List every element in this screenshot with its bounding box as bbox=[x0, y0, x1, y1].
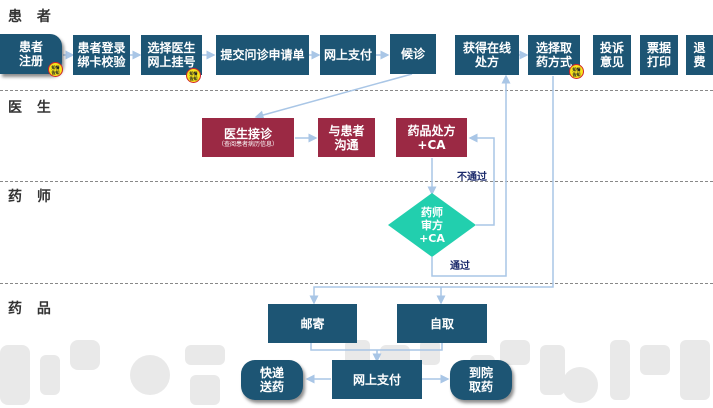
notice-badge-icon: 知情告知 bbox=[48, 62, 63, 77]
node-medicine-express[interactable]: 快递 送药 bbox=[241, 360, 303, 400]
node-patient-login[interactable]: 患者登录 绑卡校验 bbox=[73, 35, 130, 75]
lane-label-medicine: 药 品 bbox=[8, 301, 56, 317]
node-label: 注册 bbox=[18, 54, 43, 68]
node-patient-submit[interactable]: 提交问诊申请单 bbox=[216, 35, 309, 75]
node-label: 药品处方 bbox=[407, 123, 456, 138]
node-patient-refund[interactable]: 退 费 bbox=[686, 35, 713, 75]
node-doctor-rx[interactable]: 药品处方 +CA bbox=[396, 118, 467, 157]
node-label: 费 bbox=[693, 55, 706, 69]
node-label: 处方 bbox=[474, 55, 499, 69]
arrow-choose-pickup bbox=[309, 76, 554, 305]
node-label: 医生接诊 bbox=[223, 126, 272, 141]
node-label: 意见 bbox=[599, 55, 624, 69]
node-label: 药师 bbox=[421, 205, 443, 219]
arrow-review-pass bbox=[431, 74, 511, 277]
node-label: 药方式 bbox=[535, 55, 572, 69]
node-label: 患者 bbox=[18, 40, 43, 54]
node-label: 审方 bbox=[421, 218, 443, 232]
node-label: 票据 bbox=[646, 41, 671, 55]
node-label: 到院 bbox=[468, 366, 493, 380]
node-label: 退 bbox=[693, 41, 706, 55]
node-label: +CA bbox=[417, 137, 446, 152]
node-sublabel: （查阅患者病历信息） bbox=[217, 140, 278, 148]
node-label: 投诉 bbox=[599, 41, 624, 55]
node-medicine-mail[interactable]: 邮寄 bbox=[268, 304, 357, 343]
node-label: 网上挂号 bbox=[147, 55, 196, 69]
node-pharmacist-review-shape bbox=[388, 193, 476, 257]
edge-label-pass: 通过 bbox=[450, 261, 470, 272]
node-doctor-communicate[interactable]: 与患者 沟通 bbox=[318, 118, 375, 157]
node-patient-receipt[interactable]: 票据 打印 bbox=[640, 35, 678, 75]
edge-label-reject: 不通过 bbox=[457, 172, 487, 183]
notice-badge-icon: 知情告知 bbox=[186, 68, 201, 83]
node-patient-complaint[interactable]: 投诉 意见 bbox=[593, 35, 631, 75]
arrow-review-reject bbox=[468, 133, 495, 226]
node-label: +CA bbox=[419, 231, 445, 245]
node-label: 选择医生 bbox=[147, 41, 196, 55]
node-medicine-hospital-pickup[interactable]: 到院 取药 bbox=[450, 360, 512, 400]
node-pharmacist-review[interactable]: 药师 审方 +CA bbox=[388, 193, 476, 257]
lane-divider bbox=[0, 283, 713, 284]
node-patient-get-rx[interactable]: 获得在线 处方 bbox=[455, 35, 519, 75]
background-pattern bbox=[0, 340, 710, 405]
node-label: 选择取 bbox=[535, 41, 572, 55]
node-label: 自取 bbox=[429, 316, 454, 331]
node-label: 邮寄 bbox=[300, 316, 325, 331]
lane-label-patient: 患 者 bbox=[8, 9, 56, 25]
lane-label-pharmacist: 药 师 bbox=[8, 189, 56, 205]
node-label: 候诊 bbox=[400, 47, 425, 61]
node-label: 网上支付 bbox=[352, 372, 401, 387]
node-label: 取药 bbox=[468, 380, 493, 394]
node-label: 患者登录 bbox=[77, 41, 126, 55]
lane-label-doctor: 医 生 bbox=[8, 100, 56, 116]
lane-divider bbox=[0, 181, 713, 182]
node-label: 送药 bbox=[259, 380, 284, 394]
node-label: 提交问诊申请单 bbox=[220, 48, 305, 62]
lane-divider bbox=[0, 90, 713, 91]
node-medicine-self-pickup[interactable]: 自取 bbox=[397, 304, 487, 343]
node-patient-pay[interactable]: 网上支付 bbox=[320, 35, 376, 75]
node-label: 沟通 bbox=[334, 137, 359, 152]
node-label: 快递 bbox=[259, 366, 284, 380]
arrow-wait-consult bbox=[254, 73, 413, 120]
node-medicine-pay[interactable]: 网上支付 bbox=[332, 360, 422, 399]
node-label: 获得在线 bbox=[462, 41, 511, 55]
node-doctor-consult[interactable]: 医生接诊 （查阅患者病历信息） bbox=[202, 118, 294, 157]
node-label: 与患者 bbox=[328, 123, 365, 138]
node-label: 打印 bbox=[646, 55, 671, 69]
node-patient-wait[interactable]: 候诊 bbox=[390, 34, 436, 74]
node-label: 网上支付 bbox=[323, 48, 372, 62]
node-label: 绑卡校验 bbox=[77, 55, 126, 69]
notice-badge-icon: 知情告知 bbox=[569, 64, 584, 79]
